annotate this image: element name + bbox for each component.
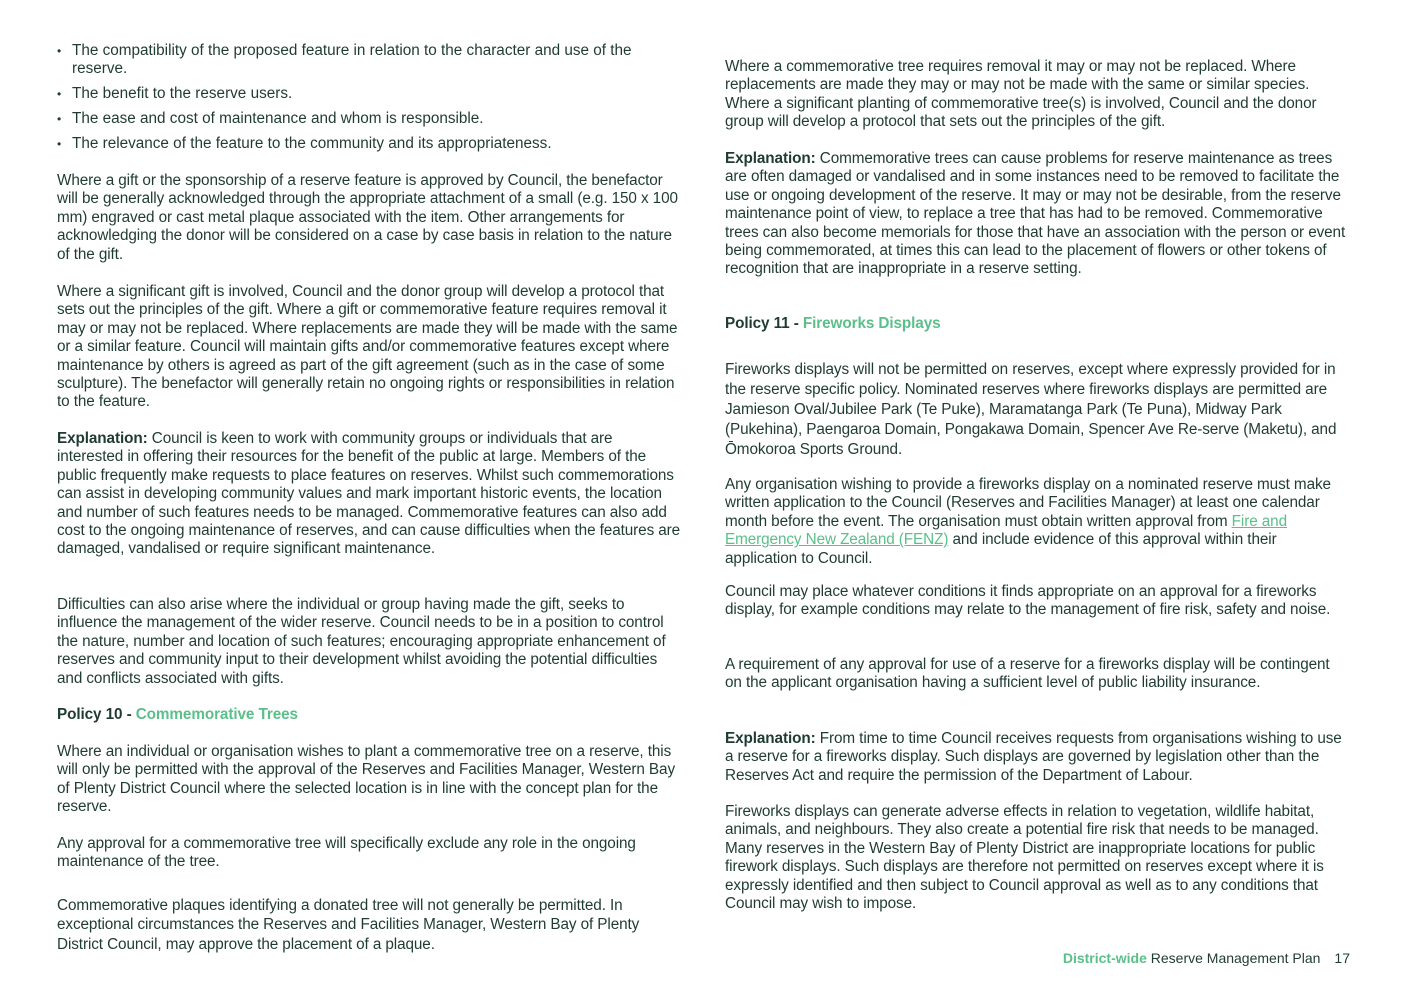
page-number: 17 bbox=[1334, 950, 1350, 966]
explanation-label: Explanation: bbox=[725, 150, 816, 167]
fireworks-permitted-paragraph: Fireworks displays will not be permitted… bbox=[725, 361, 1337, 458]
page-footer: District-wide Reserve Management Plan 17 bbox=[1063, 949, 1350, 967]
bullet-item: •The benefit to the reserve users. bbox=[57, 85, 293, 103]
bullet-item: •The relevance of the feature to the com… bbox=[57, 134, 552, 152]
policy-number: Policy 10 - bbox=[57, 706, 136, 723]
bullet-icon: • bbox=[57, 44, 62, 58]
criteria-bullet-list: •The compatibility of the proposed featu… bbox=[57, 42, 677, 159]
bullet-item: •The ease and cost of maintenance and wh… bbox=[57, 109, 484, 127]
gift-acknowledgement-paragraph: Where a gift or the sponsorship of a res… bbox=[57, 172, 678, 263]
bullet-icon: • bbox=[57, 111, 62, 126]
bullet-icon: • bbox=[57, 136, 62, 151]
significant-gift-paragraph: Where a significant gift is involved, Co… bbox=[57, 283, 678, 411]
liability-paragraph: A requirement of any approval for use of… bbox=[725, 656, 1330, 692]
tree-approval-paragraph: Any approval for a commemorative tree wi… bbox=[57, 835, 636, 871]
explanation-label: Explanation: bbox=[725, 730, 816, 747]
policy-number: Policy 11 - bbox=[725, 315, 803, 332]
policy-10-heading: Policy 10 - Commemorative Trees bbox=[57, 706, 682, 724]
policy-11-heading: Policy 11 - Fireworks Displays bbox=[725, 315, 1350, 333]
bullet-item: •The compatibility of the proposed featu… bbox=[57, 42, 632, 78]
fenz-link[interactable]: Fire and Emergency New Zealand (FENZ) bbox=[725, 512, 1287, 549]
adverse-effects-paragraph: Fireworks displays can generate adverse … bbox=[725, 803, 1324, 913]
explanation-label: Explanation: bbox=[57, 430, 148, 447]
fireworks-application-paragraph: Any organisation wishing to provide a fi… bbox=[725, 476, 1331, 567]
explanation-paragraph-gifts: Explanation: Council is keen to work wit… bbox=[57, 430, 681, 558]
tree-removal-paragraph: Where a commemorative tree requires remo… bbox=[725, 58, 1317, 131]
policy-title: Fireworks Displays bbox=[802, 315, 941, 332]
policy-title: Commemorative Trees bbox=[135, 706, 298, 723]
footer-brand: District-wide bbox=[1062, 950, 1147, 966]
plant-tree-paragraph: Where an individual or organisation wish… bbox=[57, 743, 675, 816]
bullet-icon: • bbox=[57, 87, 62, 102]
conditions-paragraph: Council may place whatever conditions it… bbox=[725, 583, 1331, 619]
plaques-paragraph: Commemorative plaques identifying a dona… bbox=[57, 897, 640, 953]
explanation-paragraph-fireworks: Explanation: From time to time Council r… bbox=[725, 730, 1342, 784]
footer-document-title: Reserve Management Plan bbox=[1146, 950, 1321, 966]
explanation-paragraph-trees: Explanation: Commemorative trees can cau… bbox=[725, 150, 1346, 278]
difficulties-paragraph: Difficulties can also arise where the in… bbox=[57, 596, 666, 687]
